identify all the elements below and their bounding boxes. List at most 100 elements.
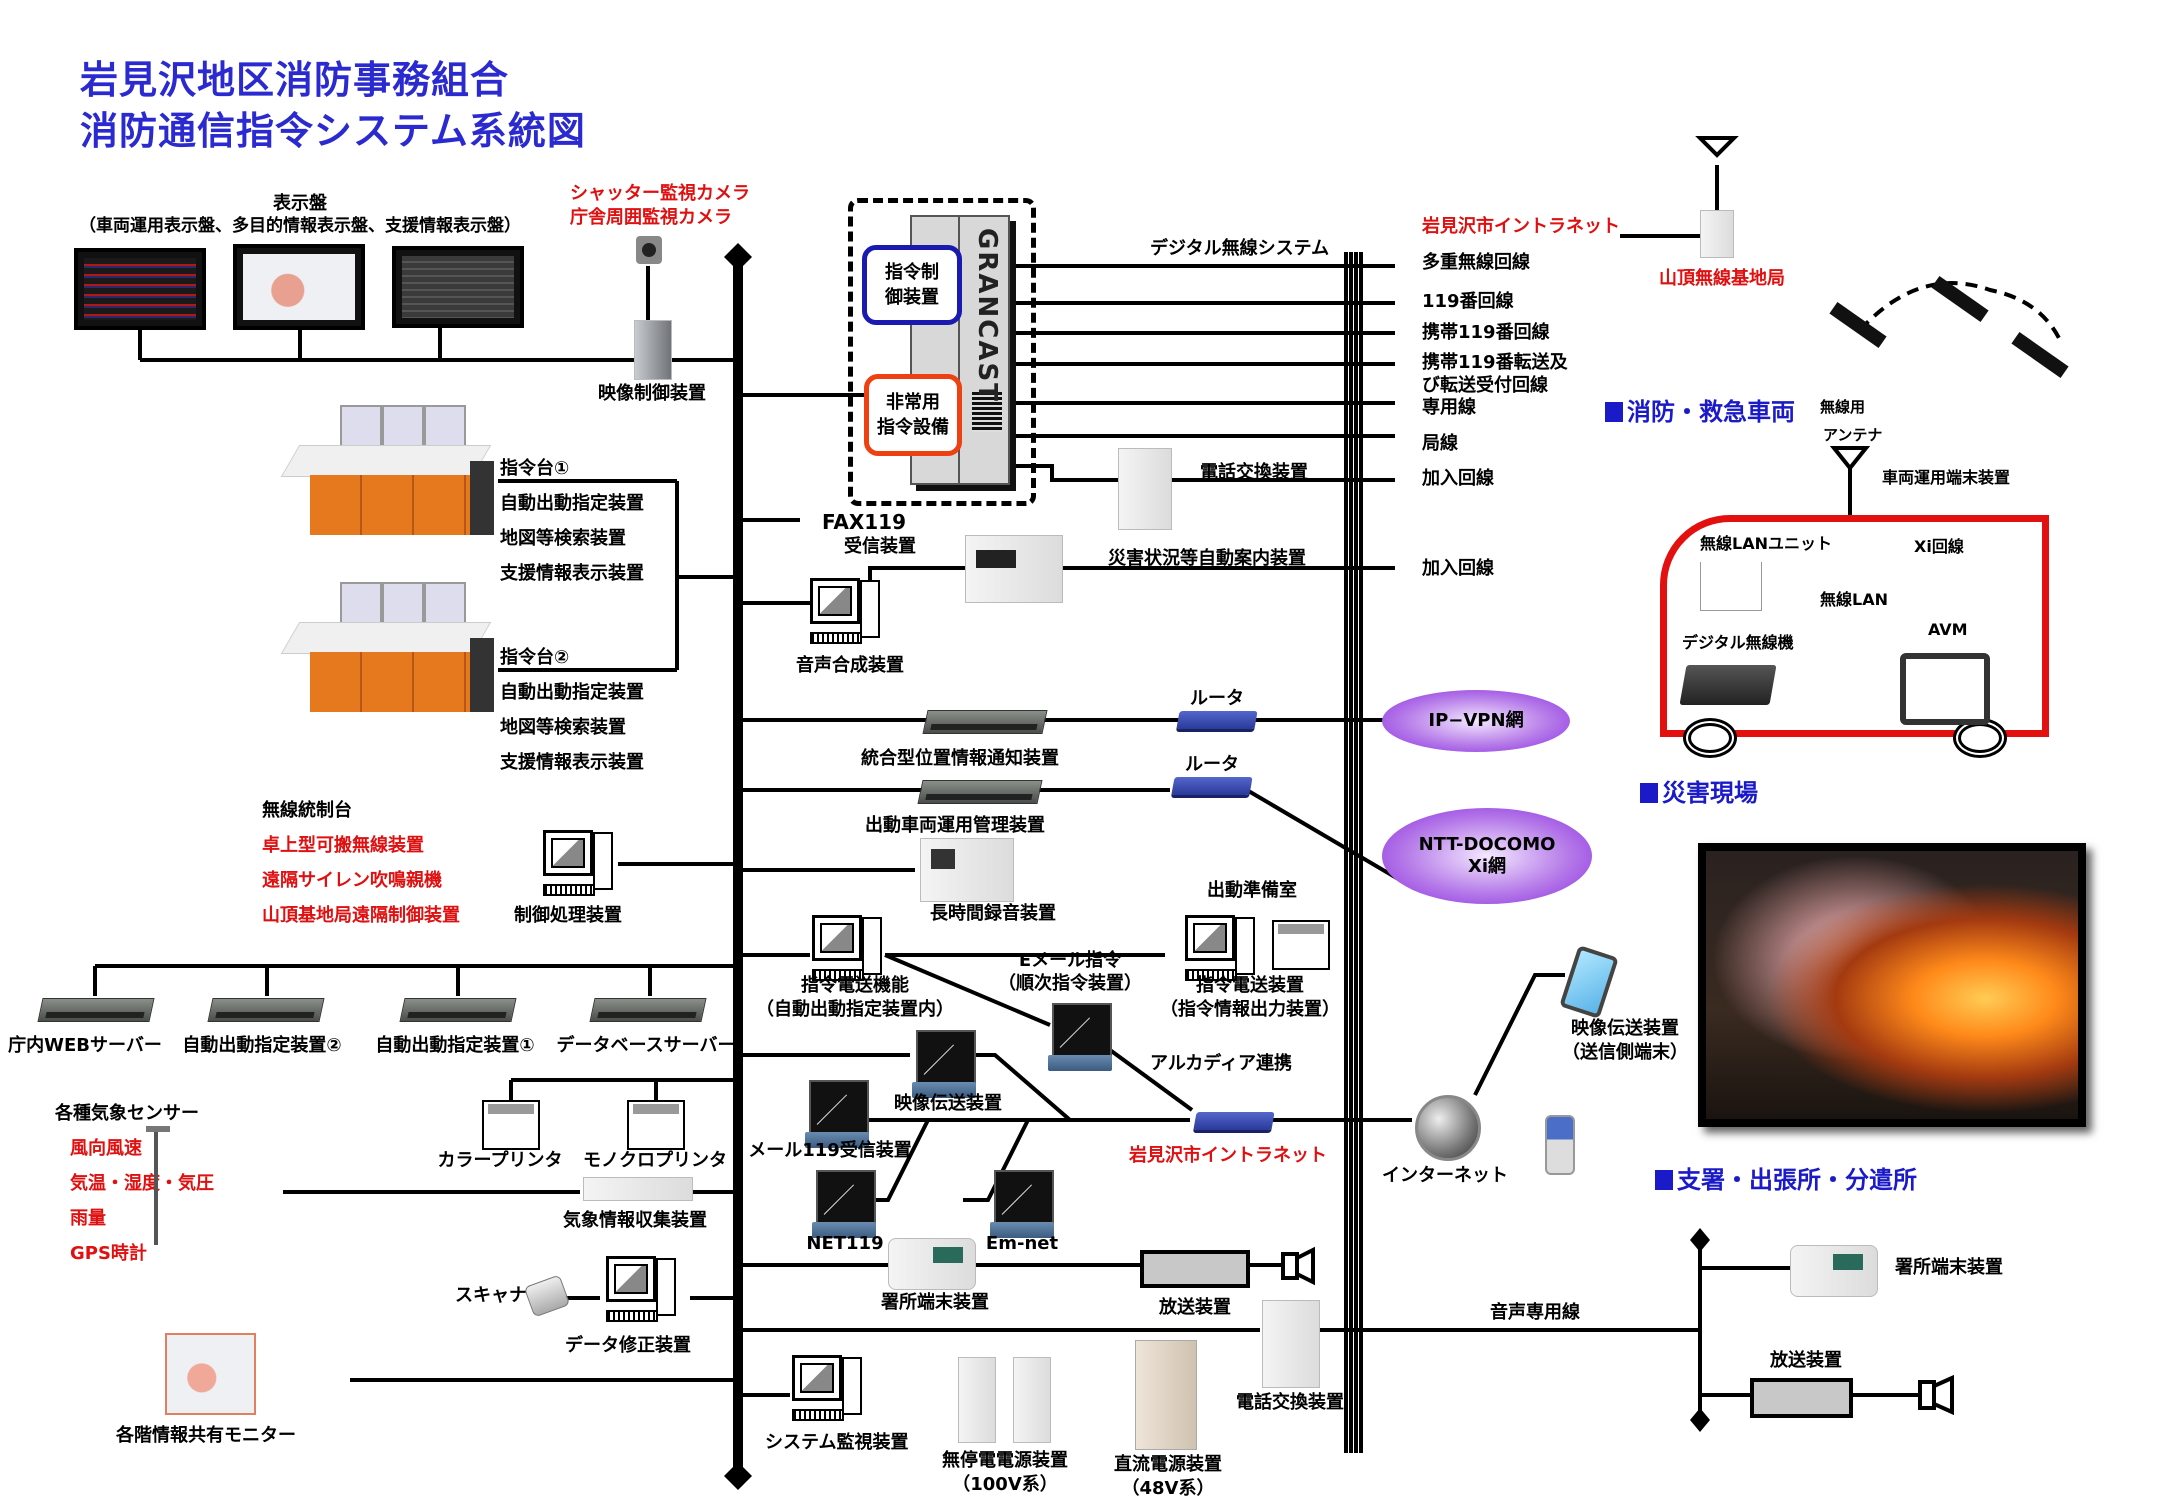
digital-radio-unit-icon [1679,665,1777,705]
router-1-icon [1176,711,1258,729]
console-1-label: 指令台① [500,458,570,479]
digital-radio-unit-label: デジタル無線機 [1682,633,1794,652]
station-terminal-label: 署所端末装置 [881,1292,989,1313]
dc-power-cabinet [1135,1340,1197,1450]
vehicle-terminal-label: 車両運用端末装置 [1882,468,2011,487]
command-control-device: 指令制 御装置 [862,245,962,325]
dc-power-sublabel: （48V系） [1121,1478,1215,1499]
branch-terminal-device [1790,1245,1878,1297]
location-notify-server [922,710,1048,734]
video-controller-label: 映像制御装置 [598,383,706,404]
color-printer-label: カラープリンタ [437,1150,563,1171]
mono-printer-label: モノクロプリンタ [583,1150,727,1171]
prep-room-printer-icon [1272,920,1330,970]
video-transfer-laptop-icon [912,1030,976,1100]
radio-control-item: 山頂基地局遠隔制御装置 [262,905,460,926]
phone-exchange-device [1118,448,1172,530]
avm-label: AVM [1928,620,1968,639]
command-system-group [848,198,1036,506]
voice-synth-pc-icon [810,578,882,658]
trunk-mobile-119-transfer: 携帯119番転送及 び転送受付回線 [1422,352,1568,396]
console-1-item: 支援情報表示装置 [500,563,644,584]
weather-item: 風向風速 [70,1138,142,1159]
wlan-unit-diagram [1700,562,1762,611]
scanner-label: スキャナ [455,1285,527,1306]
branch-terminal-label: 署所端末装置 [1895,1257,2003,1278]
phone-exchange-2-label: 電話交換装置 [1236,1392,1344,1413]
console-2-item: 自動出動指定装置 [500,682,644,703]
radio-control-item: 遠隔サイレン吹鳴親機 [262,870,442,891]
weather-item: GPS時計 [70,1243,147,1264]
vehicle-status-display [74,248,206,330]
shutter-camera-label: シャッター監視カメラ [570,183,750,204]
trunk-mobile-119: 携帯119番回線 [1422,322,1550,343]
router-1-label: ルータ [1190,688,1244,709]
weather-collector-device [583,1177,693,1201]
disaster-announce-device [965,535,1063,603]
digital-radio-system-label: デジタル無線システム [1150,238,1330,259]
emnet-label: Em-net [985,1233,1059,1254]
section-branch-offices: 支署・出張所・分遣所 [1655,1160,1917,1195]
server-icon [589,998,707,1022]
radio-control-item: 卓上型可搬無線装置 [262,835,424,856]
antenna-label-2: アンテナ [1823,426,1883,444]
location-notify-label: 統合型位置情報通知装置 [861,748,1059,769]
anemometer-icon [146,1126,170,1132]
server-label-auto-dispatch-1: 自動出動指定装置① [375,1035,535,1056]
console-2-item: 支援情報表示装置 [500,752,644,773]
command-transmit-device-sublabel: （指令情報出力装置） [1160,999,1340,1020]
long-recorder-device [920,838,1014,902]
support-info-display [392,246,524,328]
dc-power-label: 直流電源装置 [1114,1454,1222,1475]
command-console-1 [280,405,494,535]
trunk-local: 局線 [1422,433,1458,454]
wlan-label: 無線LAN [1820,590,1888,609]
system-monitor-label: システム監視装置 [765,1432,909,1453]
trunk-dedicated: 専用線 [1422,397,1476,418]
ups-unit-icon [1013,1357,1051,1443]
data-correction-label: データ修正装置 [565,1335,691,1356]
prep-room-label: 出動準備室 [1207,880,1297,901]
broadcast-amp-device [1140,1250,1250,1288]
video-transfer-label: 映像伝送装置 [894,1093,1002,1114]
display-panel-sublabel: （車両運用表示盤、多目的情報表示盤、支援情報表示盤） [79,216,521,236]
section-fire-vehicles: 消防・救急車両 [1605,392,1795,427]
shared-monitor-label: 各階情報共有モニター [116,1425,296,1446]
trunk-subscriber-1: 加入回線 [1422,468,1494,489]
internet-label: インターネット [1382,1165,1508,1186]
server-icon [37,998,155,1022]
wlan-unit-label: 無線LANユニット [1700,534,1832,553]
net119-laptop-icon [812,1170,876,1240]
console-1-item: 地図等検索装置 [500,528,626,549]
weather-collector-label: 気象情報収集装置 [563,1210,707,1231]
weather-item: 気温・湿度・気圧 [70,1173,214,1194]
ups-label: 無停電電源装置 [942,1450,1068,1471]
vehicle-wheel-icon [1683,718,1737,758]
internet-globe-icon [1415,1095,1481,1161]
router-2-icon [1171,777,1253,795]
trunk-multiplex-radio: 多重無線回線 [1422,252,1530,273]
field-video-device-label: 映像伝送装置 [1571,1018,1679,1039]
weather-mast-icon [154,1130,158,1245]
video-controller-tower [634,320,672,380]
email-command-laptop-icon [1048,1003,1112,1073]
intranet-router-icon [1193,1112,1275,1130]
flip-phone-icon [1545,1115,1575,1175]
multipurpose-info-display [233,244,365,330]
ntt-docomo-xi-network: NTT-DOCOMO Xi網 [1382,808,1592,904]
console-2-item: 地図等検索装置 [500,717,626,738]
broadcast-label: 放送装置 [1159,1297,1231,1318]
fax119-sublabel: 受信装置 [844,536,916,557]
field-video-device-sublabel: （送信側端末） [1562,1042,1688,1063]
command-console-2 [280,582,494,712]
email-command-sublabel: （順次指令装置） [998,973,1142,994]
fire-scene-photo [1698,843,2086,1127]
email-command-label: Eメール指令 [1018,950,1122,971]
console-1-item: 自動出動指定装置 [500,493,644,514]
alcadia-label: アルカディア連携 [1150,1053,1293,1074]
section-disaster-site: 災害現場 [1640,773,1758,808]
server-label-auto-dispatch-2: 自動出動指定装置② [182,1035,342,1056]
disaster-announce-label: 災害状況等自動案内装置 [1108,548,1306,569]
vehicle-mgmt-server [917,780,1043,804]
xi-line-label: Xi回線 [1914,537,1964,556]
